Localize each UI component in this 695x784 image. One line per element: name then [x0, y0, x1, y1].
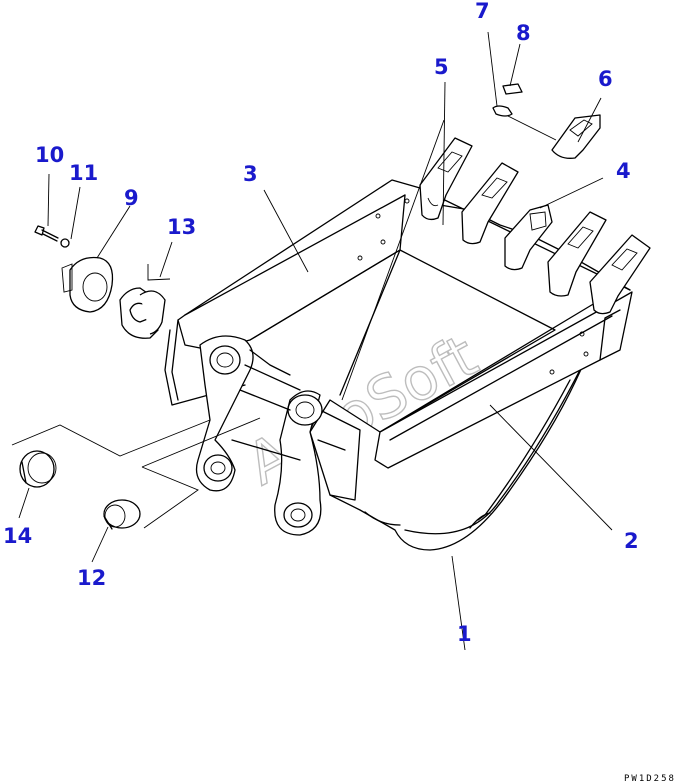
- label-part-12: 12: [77, 566, 106, 590]
- label-part-4: 4: [616, 159, 631, 183]
- label-part-14: 14: [3, 524, 32, 548]
- drawing-code: PW1D258: [624, 774, 676, 784]
- label-part-9: 9: [124, 186, 139, 210]
- label-part-7: 7: [475, 0, 490, 23]
- label-part-10: 10: [35, 143, 64, 167]
- tooth-pin-lock: [492, 83, 523, 117]
- label-part-6: 6: [598, 67, 613, 91]
- label-part-2: 2: [624, 529, 639, 553]
- leader-lines: [11, 31, 613, 651]
- label-part-1: 1: [457, 622, 472, 646]
- bucket-teeth: [419, 114, 651, 315]
- bucket-frame: [164, 179, 633, 469]
- part-labels: 1 2 3 4 5 6 7 8 9 10 11 12 13 14: [3, 0, 639, 646]
- hinge-lugs: [195, 335, 361, 536]
- label-part-5: 5: [434, 55, 449, 79]
- label-part-13: 13: [167, 215, 196, 239]
- label-part-3: 3: [243, 162, 258, 186]
- loose-parts: [19, 225, 166, 530]
- label-part-11: 11: [69, 161, 98, 185]
- label-part-8: 8: [516, 21, 531, 45]
